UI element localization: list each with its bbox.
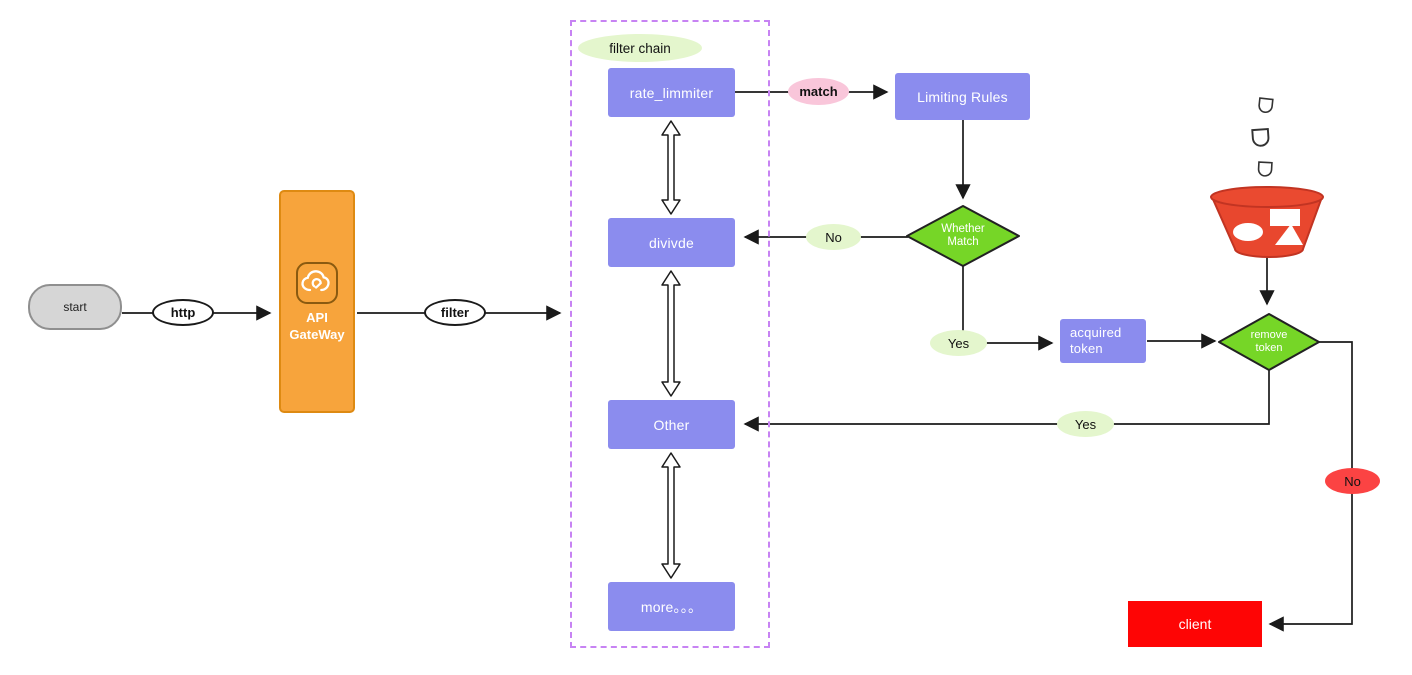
more-node: more。。。 (608, 582, 735, 631)
limiting-rules-label: Limiting Rules (917, 88, 1008, 105)
acquired-token-node: acquired token (1060, 319, 1146, 363)
match-text: match (799, 84, 838, 99)
filter-edge-label: filter (424, 299, 486, 326)
yes-edge-label-1: Yes (930, 330, 987, 356)
client-label: client (1178, 616, 1212, 632)
whether-match-decision: Whether Match (905, 204, 1021, 268)
no2-text: No (1344, 473, 1361, 489)
no-edge-label-2: No (1325, 468, 1380, 494)
filter-chain-group (570, 20, 770, 648)
http-text: http (170, 305, 196, 320)
divide-node: divivde (608, 218, 735, 267)
yes-edge-label-2: Yes (1057, 411, 1114, 437)
filter-chain-title: filter chain (578, 34, 702, 62)
filter-chain-title-text: filter chain (609, 40, 671, 56)
match-edge-label: match (788, 78, 849, 105)
remove-token-decision: remove token (1217, 312, 1321, 372)
whether-match-label: Whether Match (941, 222, 985, 248)
yes1-text: Yes (947, 335, 970, 351)
double-arrow-icon (661, 270, 681, 397)
more-label: more。。。 (640, 598, 703, 615)
api-gateway-node: API GateWay (279, 190, 355, 413)
other-node: Other (608, 400, 735, 449)
edge-whethermatch-yes (962, 266, 1054, 351)
cloud-gateway-icon (296, 262, 338, 305)
limiting-rules-node: Limiting Rules (895, 73, 1030, 120)
edge-removetoken-yes (743, 370, 1270, 432)
diamond-shape (1218, 313, 1320, 371)
divide-label: divivde (649, 234, 694, 251)
acquired-token-label: acquired token (1070, 324, 1122, 356)
rate-limiter-label: rate_limmiter (629, 84, 714, 101)
yes2-text: Yes (1074, 416, 1097, 432)
client-node: client (1128, 601, 1262, 647)
other-label: Other (653, 416, 690, 433)
token-bucket-icon (1210, 97, 1324, 258)
filter-text: filter (440, 305, 470, 320)
remove-token-label: remove token (1250, 329, 1288, 354)
http-edge-label: http (152, 299, 214, 326)
no-edge-label-1: No (806, 224, 861, 250)
start-node: start (28, 284, 122, 330)
double-arrow-icon (661, 452, 681, 579)
double-arrow-icon (661, 120, 681, 215)
api-gateway-label: API GateWay (289, 310, 345, 342)
rate-limiter-node: rate_limmiter (608, 68, 735, 117)
no1-text: No (825, 229, 842, 245)
start-label: start (63, 300, 87, 314)
diamond-shape (906, 205, 1020, 267)
